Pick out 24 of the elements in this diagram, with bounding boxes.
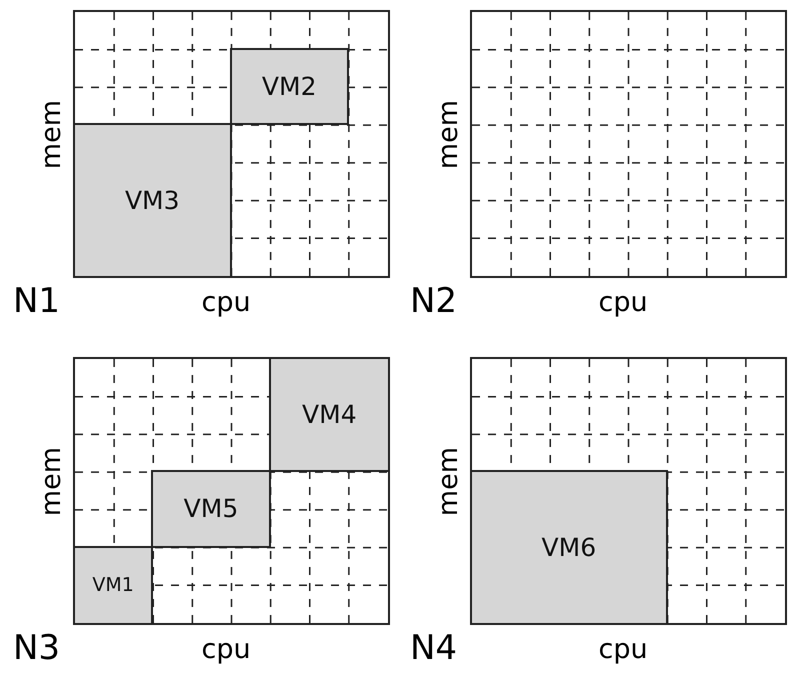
panel-label: N2 — [410, 284, 458, 318]
vm-label: VM3 — [124, 186, 180, 216]
panel-label: N1 — [13, 284, 60, 318]
panel-label: N3 — [13, 631, 60, 665]
vm-block — [268, 357, 390, 472]
vm-block — [151, 470, 271, 548]
axis-label: cpu — [598, 635, 648, 665]
vm-label: VM6 — [542, 533, 596, 562]
axis-label: cpu — [202, 635, 251, 665]
axis-label: cpu — [598, 288, 648, 318]
axis-label: mem — [37, 447, 67, 516]
vm-block — [73, 546, 154, 625]
axis-label: mem — [434, 100, 464, 170]
vm-block — [230, 48, 349, 126]
vm-label: VM4 — [302, 400, 357, 430]
vm-block — [73, 123, 232, 278]
axis-label: mem — [37, 100, 67, 170]
vm-label: VM2 — [262, 72, 316, 101]
vm-label: VM1 — [92, 574, 134, 596]
axis-label: cpu — [202, 288, 251, 318]
vm-label: VM5 — [184, 494, 238, 524]
axis-label: mem — [434, 447, 464, 516]
panel-label: N4 — [410, 631, 458, 665]
vm-block — [470, 470, 668, 625]
